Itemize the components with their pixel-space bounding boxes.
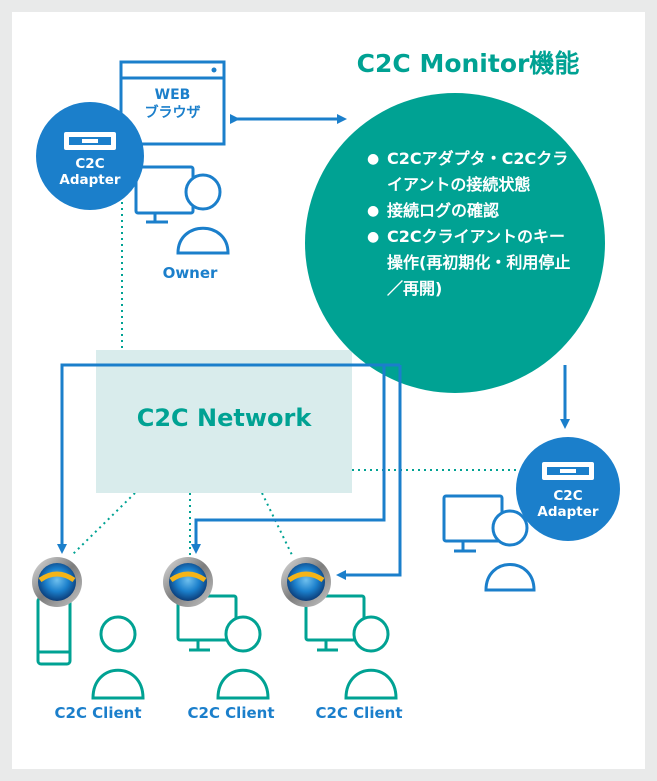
client-label-3: C2C Client (315, 704, 403, 722)
client-1-device (36, 596, 145, 700)
key-badge-2 (163, 557, 213, 607)
network-box (96, 350, 352, 493)
client-3-device (304, 594, 398, 700)
feature-list: C2Cアダプタ・C2Cクライアントの接続状態 接続ログの確認 C2Cクライアント… (367, 146, 577, 302)
adapter-2-line2: Adapter (537, 504, 599, 520)
key-badge-1 (32, 557, 82, 607)
owner-pc-icon (134, 165, 230, 255)
adapter-1-line1: C2C (75, 156, 105, 172)
browser-label-line1: WEB (154, 87, 191, 103)
feature-item: C2Cアダプタ・C2Cクライアントの接続状態 (367, 146, 577, 198)
owner-label: Owner (162, 264, 218, 282)
feature-item: C2Cクライアントのキー操作(再初期化・利用停止／再開) (367, 224, 577, 302)
adapter-2-line1: C2C (553, 488, 583, 504)
adapter-1-icon (36, 102, 144, 210)
diagram-title: C2C Monitor機能 (356, 49, 580, 78)
adapter-1-line2: Adapter (59, 172, 121, 188)
client-label-1: C2C Client (54, 704, 142, 722)
network-label: C2C Network (136, 404, 312, 432)
adapter-2-label: C2C Adapter (516, 488, 620, 520)
key-badge-3 (281, 557, 331, 607)
client-label-2: C2C Client (187, 704, 275, 722)
feature-item: 接続ログの確認 (367, 198, 577, 224)
client-2-device (176, 594, 270, 700)
dotted-links (71, 190, 520, 556)
monitor-arrows (57, 114, 570, 580)
browser-window-icon (119, 60, 226, 146)
browser-label: WEB ブラウザ (120, 86, 225, 122)
browser-label-line2: ブラウザ (144, 105, 201, 121)
adapter-2-icon (516, 437, 620, 541)
adapter-pc-icon (442, 494, 536, 592)
adapter-1-label: C2C Adapter (38, 156, 142, 188)
